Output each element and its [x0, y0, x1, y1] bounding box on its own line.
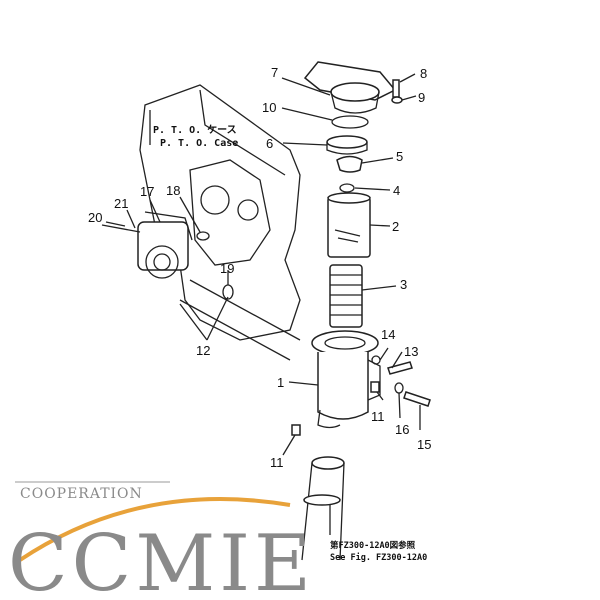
callout-2: 2: [392, 219, 399, 234]
reference-note-jp: 第FZ300-12A0図参照: [330, 540, 416, 551]
bolt-15: [403, 391, 431, 407]
callout-16: 16: [395, 422, 409, 437]
callout-18: 18: [166, 183, 180, 198]
case-label-jp: P. T. O. ケース: [153, 124, 237, 136]
pump-assembly: [101, 211, 193, 279]
o-ring-10: [331, 115, 369, 129]
watermark-sub: COOPERATION: [20, 486, 143, 502]
bolt-8: [392, 79, 400, 98]
callout-6: 6: [266, 136, 273, 151]
leader-lines: [105, 73, 421, 535]
spring-3: [329, 264, 363, 328]
callout-17: 17: [140, 184, 154, 199]
callout-8: 8: [420, 66, 427, 81]
callout-12: 12: [196, 343, 210, 358]
callout-15: 15: [417, 437, 431, 452]
hose-clamp: [301, 456, 345, 561]
callout-19: 19: [220, 261, 234, 276]
callout-5: 5: [396, 149, 403, 164]
callout-11a: 11: [371, 409, 385, 424]
watermark-brand: CCMIE: [8, 519, 315, 600]
filter-cap: [303, 61, 397, 114]
filter-housing-1: [311, 330, 381, 429]
reference-note-en: See Fig. FZ300-12A0: [330, 552, 427, 563]
plug-11a: [370, 381, 380, 393]
watermark: CCMIE COOPERATION: [8, 481, 315, 600]
valve-5: [336, 155, 363, 173]
callout-9: 9: [418, 90, 425, 105]
o-ring-18: [196, 231, 210, 241]
callout-1: 1: [277, 375, 284, 390]
plug-11b: [291, 424, 301, 436]
callout-labels: 7 8 9 10 6 5 4 2 3 14 13 1 11 16 15 11 1…: [88, 65, 431, 470]
callout-21: 21: [114, 196, 128, 211]
callout-13: 13: [404, 344, 418, 359]
washer-16: [394, 382, 404, 394]
callout-14: 14: [381, 327, 395, 342]
callout-4: 4: [393, 183, 400, 198]
o-ring-19: [222, 284, 234, 300]
callout-7: 7: [271, 65, 278, 80]
ring-6: [326, 135, 368, 155]
washer-14: [371, 355, 381, 365]
case-label-en: P. T. O. Case: [160, 138, 238, 149]
washer-9: [391, 96, 403, 104]
callout-3: 3: [400, 277, 407, 292]
filter-element-2: [327, 192, 371, 258]
bolt-13: [387, 361, 413, 375]
o-ring-4: [339, 183, 355, 193]
callout-20: 20: [88, 210, 102, 225]
callout-10: 10: [262, 100, 276, 115]
callout-11b: 11: [270, 455, 284, 470]
